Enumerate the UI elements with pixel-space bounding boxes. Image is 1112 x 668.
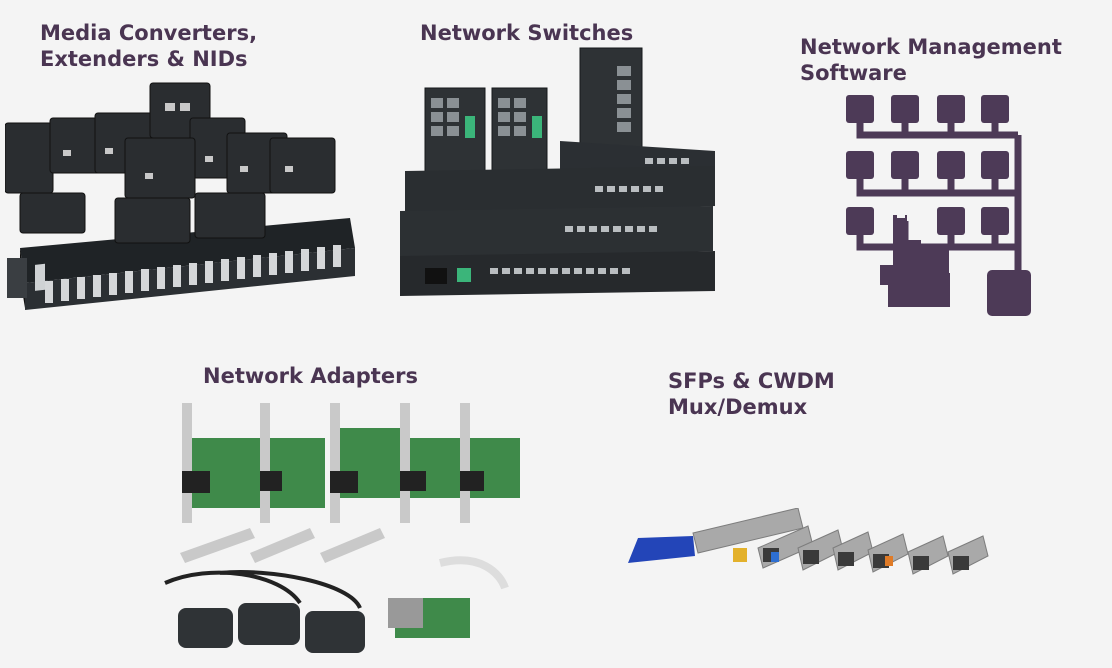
network-switches-tile[interactable]: Network Switches	[395, 0, 735, 310]
sfps-image	[623, 508, 1003, 583]
network-adapters-tile[interactable]: Network Adapters	[155, 355, 525, 665]
sfps-title[interactable]: SFPs & CWDM Mux/Demux	[668, 369, 835, 419]
media-converters-title[interactable]: Media Converters, Extenders & NIDs	[40, 21, 258, 71]
media-converters-tile[interactable]: Media Converters, Extenders & NIDs	[0, 0, 370, 330]
network-management-title[interactable]: Network Management Software	[800, 35, 1062, 85]
network-switches-title[interactable]: Network Switches	[420, 21, 634, 45]
network-adapters-title[interactable]: Network Adapters	[203, 364, 418, 388]
network-management-tile[interactable]: Network Management Software	[790, 0, 1090, 330]
network-tree-hand-icon	[840, 95, 1040, 320]
media-converters-image	[5, 78, 360, 313]
network-adapters-image	[160, 403, 520, 658]
sfps-tile[interactable]: SFPs & CWDM Mux/Demux	[615, 360, 1015, 590]
network-switches-image	[395, 46, 725, 301]
